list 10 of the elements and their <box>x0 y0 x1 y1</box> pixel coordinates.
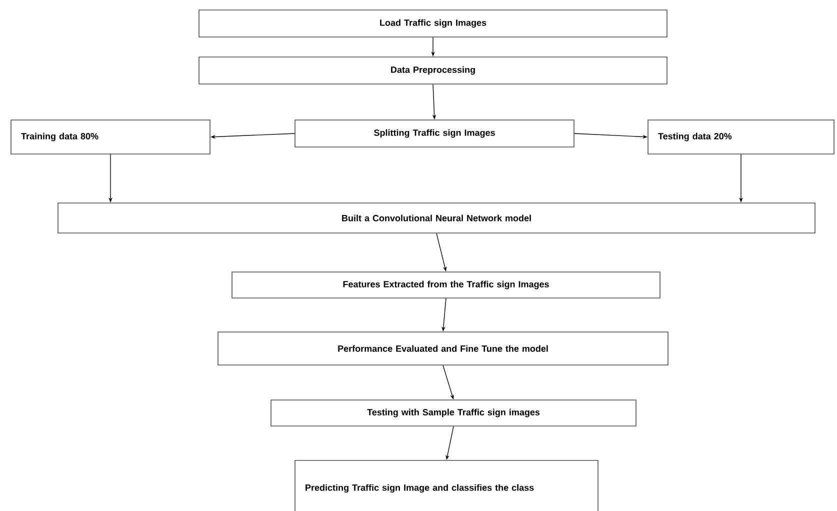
process-box: Training data 80% <box>10 120 210 154</box>
process-box: Predicting Traffic sign Image and classifies the class <box>294 460 598 511</box>
process-box: Built a Convolutional Neural Network model <box>58 202 816 234</box>
process-box: Data Preprocessing <box>198 56 668 84</box>
process-box: Testing with Sample Traffic sign images <box>270 400 636 426</box>
process-box: Testing data 20% <box>648 120 834 154</box>
process-box: Features Extracted from the Traffic sign Images <box>232 272 660 298</box>
process-box: Performance Evaluated and Fine Tune the model <box>218 332 668 366</box>
process-box: Splitting Traffic sign Images <box>294 120 574 148</box>
process-box: Load Traffic sign Images <box>198 10 668 38</box>
